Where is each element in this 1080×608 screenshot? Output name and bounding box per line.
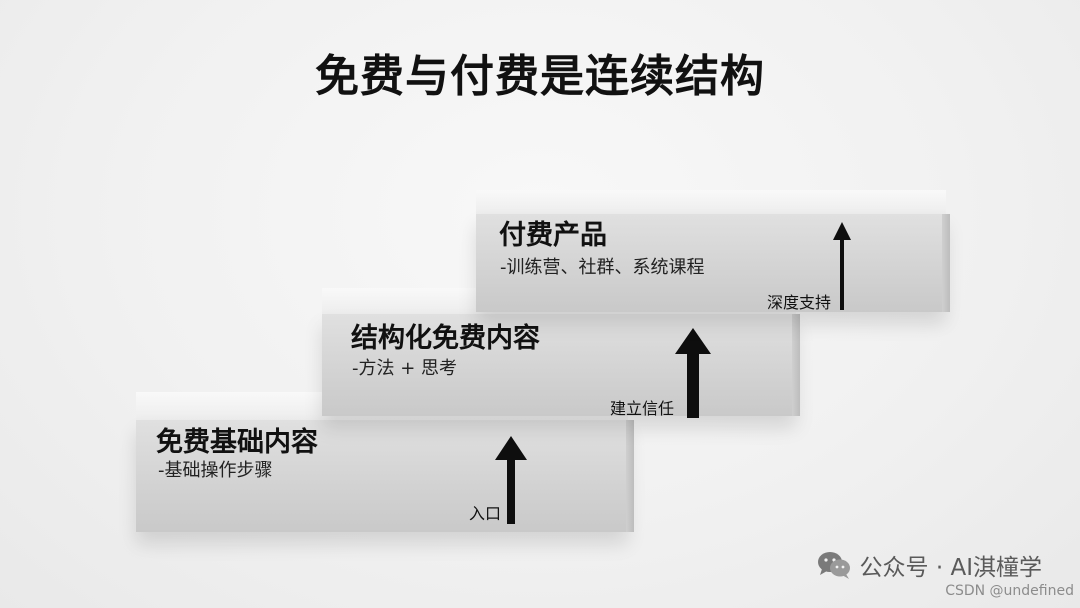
csdn-credit: CSDN @undefined [945,583,1074,599]
step-3-subtitle: -训练营、社群、系统课程 [500,257,705,278]
step-2-side-face [792,314,800,416]
footer-text: 公众号 · AI淇橦学 [859,555,1042,581]
step-3-block [476,190,952,320]
step-2-label: 建立信任 [610,399,675,418]
step-1-side-face [626,420,634,532]
step-2-subtitle: -方法 + 思考 [352,358,458,379]
wechat-icon [817,552,850,579]
step-2-up-arrow-icon [675,328,711,418]
step-1-title: 免费基础内容 [156,427,318,458]
page-title: 免费与付费是连续结构 [315,51,765,102]
step-3-front-face [476,214,946,312]
step-2-title: 结构化免费内容 [351,323,540,354]
step-3-side-face [942,214,950,312]
step-1-up-arrow-icon [495,436,527,524]
step-3-up-arrow-icon [833,222,851,310]
step-3-top-face [476,190,946,216]
step-2-front-face [322,314,796,416]
step-3-title: 付费产品 [499,220,607,251]
step-1-label: 入口 [469,504,502,523]
step-1-subtitle: -基础操作步骤 [158,460,273,481]
footer-watermark: 公众号 · AI淇橦学 [816,548,1042,582]
step-1-front-face [136,420,628,532]
step-3-label: 深度支持 [767,293,832,312]
